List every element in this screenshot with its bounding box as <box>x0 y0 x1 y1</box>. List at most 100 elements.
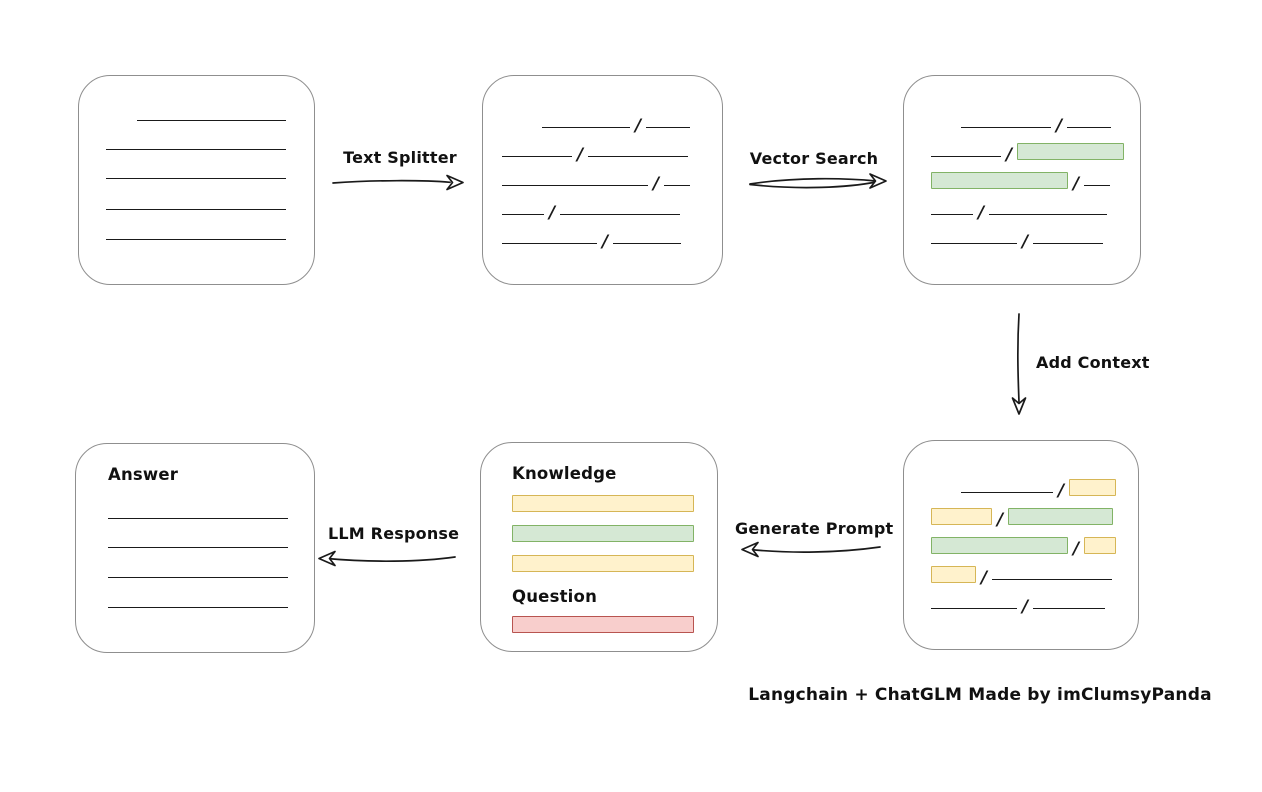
text-line <box>961 492 1053 493</box>
green-bar <box>512 525 694 542</box>
text-line <box>588 156 689 157</box>
text-line <box>992 579 1113 580</box>
slash-separator: / <box>577 145 584 165</box>
text-line <box>108 607 288 608</box>
content-row: / <box>931 161 1132 194</box>
generate-prompt-arrow <box>741 541 881 558</box>
slash-separator: / <box>1022 232 1029 252</box>
answer-box: Answer <box>75 443 315 653</box>
content-row: Question <box>512 572 709 608</box>
yellow-bar <box>512 495 694 512</box>
indent-spacer <box>931 496 961 497</box>
source-document-box <box>78 75 315 285</box>
slash-separator: / <box>1006 145 1013 165</box>
llm-response-label: LLM Response <box>328 524 460 543</box>
indent-spacer <box>502 131 542 132</box>
slash-separator: / <box>1058 481 1065 501</box>
slash-separator: / <box>1073 539 1080 559</box>
content-row: Knowledge <box>512 461 709 485</box>
text-line <box>1067 127 1112 128</box>
vector-search-label: Vector Search <box>749 149 879 168</box>
content-row: / <box>502 132 714 165</box>
generate-prompt-label: Generate Prompt <box>735 519 894 538</box>
text-line <box>502 156 572 157</box>
content-row <box>108 523 306 552</box>
text-line <box>931 608 1017 609</box>
text-line <box>613 243 682 244</box>
content-row: / <box>502 190 714 223</box>
content-row: Answer <box>108 462 306 486</box>
slash-separator: / <box>978 203 985 223</box>
content-row <box>106 154 306 183</box>
green-highlight-chip <box>931 537 1068 554</box>
text-line <box>137 120 286 121</box>
text-line <box>106 209 286 210</box>
text-line <box>1033 243 1104 244</box>
content-row <box>106 96 306 125</box>
content-row <box>106 183 306 214</box>
text-line <box>106 239 286 240</box>
green-highlight-chip <box>1008 508 1114 525</box>
content-row: / <box>931 190 1132 223</box>
slash-separator: / <box>1022 597 1029 617</box>
source-document-lines <box>79 76 314 284</box>
text-line <box>502 214 544 215</box>
content-row: / <box>502 219 714 252</box>
text-line <box>646 127 691 128</box>
add-context-arrow <box>1011 313 1027 415</box>
text-splitter-arrow <box>332 174 464 191</box>
text-line <box>106 149 286 150</box>
slash-separator: / <box>981 568 988 588</box>
text-line <box>961 127 1051 128</box>
split-chunks-box: / / / / / <box>482 75 723 285</box>
text-line <box>989 214 1108 215</box>
text-line <box>560 214 681 215</box>
indent-spacer <box>931 131 961 132</box>
text-line <box>502 243 597 244</box>
text-line <box>106 178 286 179</box>
red-bar <box>512 616 694 633</box>
box-label: Answer <box>108 465 179 484</box>
vector-search-arrow <box>749 173 887 189</box>
text-line <box>931 243 1017 244</box>
content-row <box>512 485 709 512</box>
text-line <box>108 518 288 519</box>
content-row: / <box>931 219 1132 252</box>
text-splitter-label: Text Splitter <box>343 148 457 167</box>
context-chunks-box: ///// <box>903 440 1139 650</box>
text-line <box>1084 185 1111 186</box>
indent-spacer <box>106 124 137 125</box>
content-row <box>108 486 306 523</box>
slash-separator: / <box>549 203 556 223</box>
slash-separator: / <box>1073 174 1080 194</box>
yellow-highlight-chip <box>1084 537 1117 554</box>
content-row: / <box>931 497 1130 529</box>
yellow-highlight-chip <box>931 566 976 583</box>
matched-chunks-lines: / / / / / <box>904 76 1140 284</box>
text-line <box>664 185 691 186</box>
content-row <box>106 125 306 154</box>
content-row <box>512 512 709 542</box>
matched-chunks-box: / / / / / <box>903 75 1141 285</box>
slash-separator: / <box>653 174 660 194</box>
content-row <box>106 214 306 244</box>
llm-response-arrow <box>318 550 456 567</box>
green-highlight-chip <box>931 172 1068 189</box>
slash-separator: / <box>602 232 609 252</box>
content-row <box>108 582 306 612</box>
content-row <box>512 608 709 633</box>
text-line <box>108 547 288 548</box>
slash-separator: / <box>1056 116 1063 136</box>
content-row: / <box>502 161 714 194</box>
yellow-highlight-chip <box>931 508 992 525</box>
context-chunks-lines: ///// <box>904 441 1138 649</box>
content-row: / <box>931 555 1130 588</box>
content-row: / <box>502 103 714 135</box>
yellow-highlight-chip <box>1069 479 1117 496</box>
box-label: Knowledge <box>512 464 617 483</box>
diagram-caption: Langchain + ChatGLM Made by imClumsyPand… <box>748 685 1212 705</box>
text-line <box>108 577 288 578</box>
